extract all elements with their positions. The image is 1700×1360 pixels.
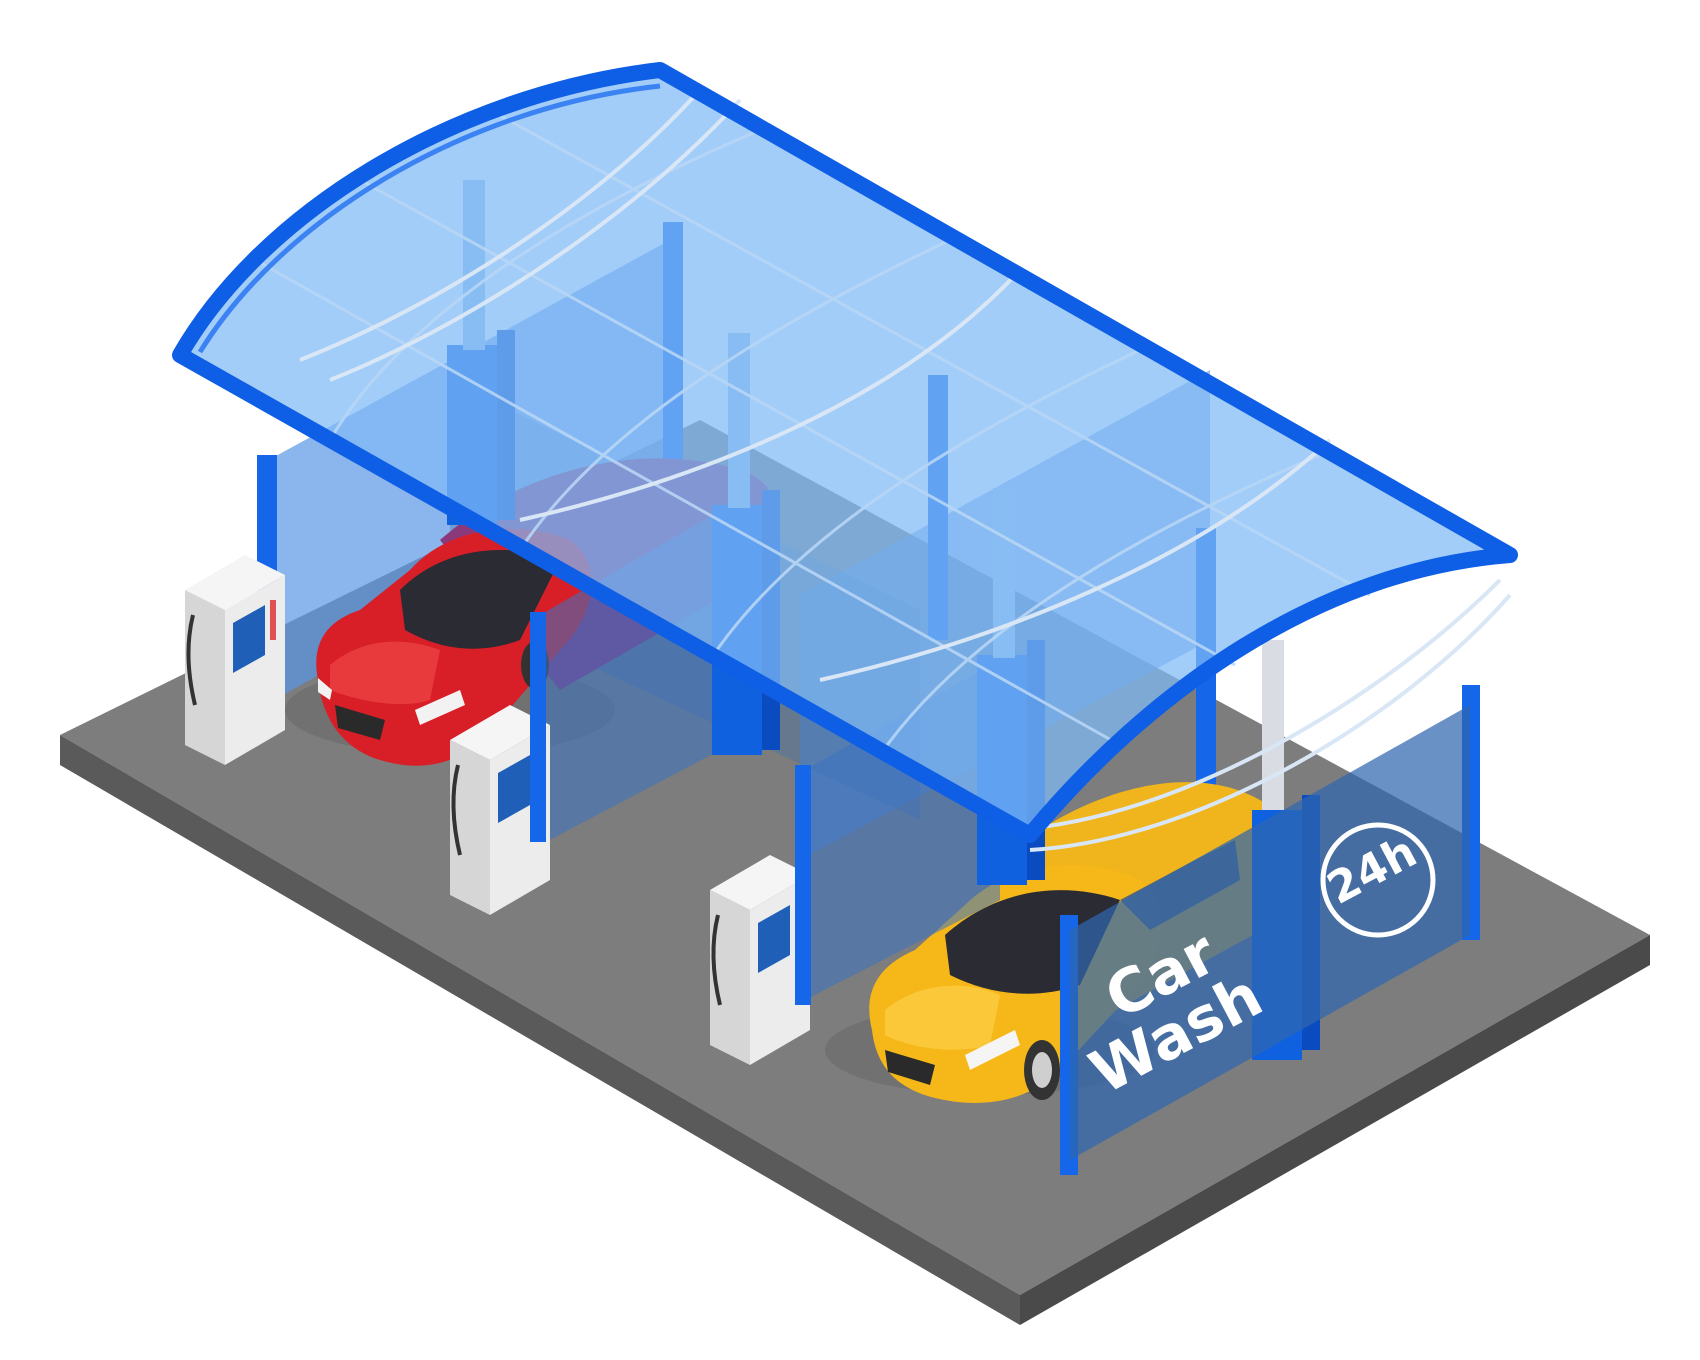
hours-badge-ring bbox=[1320, 822, 1436, 938]
floor-right-side bbox=[1020, 935, 1650, 1325]
kiosk-top bbox=[710, 855, 810, 910]
floor-front-side bbox=[60, 735, 1020, 1325]
car-wheel-rim bbox=[1032, 1052, 1052, 1088]
car-headlight bbox=[415, 690, 465, 725]
kiosk-screen bbox=[233, 605, 265, 673]
kiosk-screen bbox=[498, 755, 530, 823]
canopy-cables bbox=[299, 88, 1512, 852]
post bbox=[530, 612, 546, 842]
payment-kiosk bbox=[185, 555, 285, 765]
canopy-frame bbox=[172, 62, 1518, 843]
kiosk-screen bbox=[758, 905, 790, 973]
car-grille bbox=[335, 705, 385, 740]
column-top bbox=[1262, 640, 1284, 810]
car-grille bbox=[885, 1050, 935, 1085]
car-headlight bbox=[965, 1030, 1020, 1070]
car-windshield bbox=[400, 550, 560, 649]
kiosk-front bbox=[185, 590, 225, 765]
kiosk-front bbox=[450, 740, 490, 915]
kiosk-hose bbox=[186, 614, 197, 706]
post bbox=[795, 765, 811, 1005]
kiosk-hose bbox=[711, 914, 722, 1006]
kiosk-top bbox=[185, 555, 285, 610]
kiosk-front bbox=[710, 890, 750, 1065]
sign-glass bbox=[1070, 705, 1470, 1160]
car-hood bbox=[330, 641, 440, 705]
kiosk-hose bbox=[451, 764, 462, 856]
glass-canopy-roof bbox=[172, 62, 1518, 852]
kiosk-top bbox=[450, 705, 550, 760]
car-hood bbox=[885, 985, 1000, 1050]
car-headlight bbox=[318, 678, 332, 700]
canopy-frame-inner bbox=[197, 83, 661, 354]
kiosk-buttons bbox=[270, 600, 276, 640]
